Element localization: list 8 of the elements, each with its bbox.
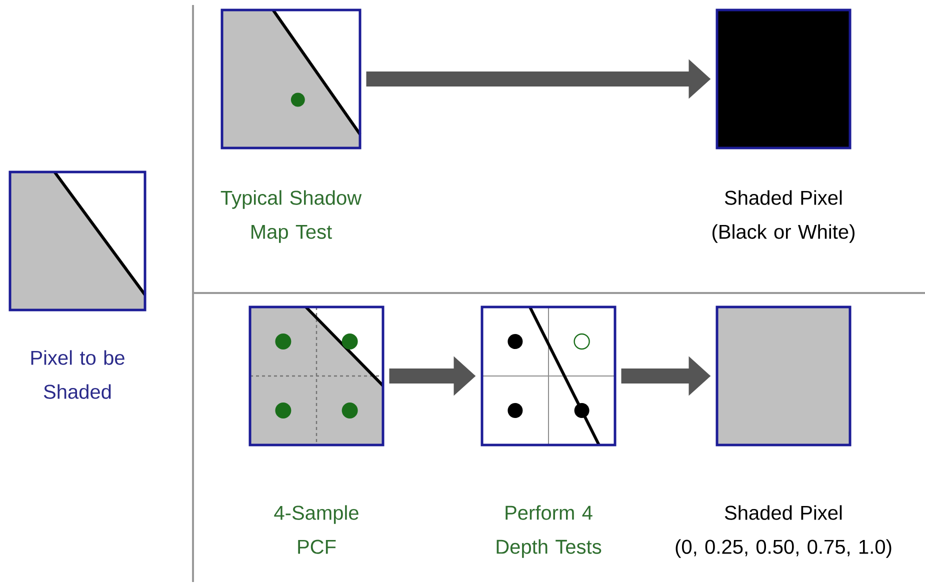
box-label: Perform 4 Depth Tests [496,505,602,558]
box-label: Typical Shadow Map Test [220,190,362,243]
box-label: 4-Sample PCF [274,505,358,554]
box-label: (0, 0.25, 0.50, 0.75, 1.0) [676,539,892,558]
box-label: Shaded Pixel [724,190,842,205]
box-label: (Black or White) [712,224,854,243]
box-label: Shaded Pixel [724,505,842,520]
box-label: Pixel to be Shaded [31,350,124,399]
